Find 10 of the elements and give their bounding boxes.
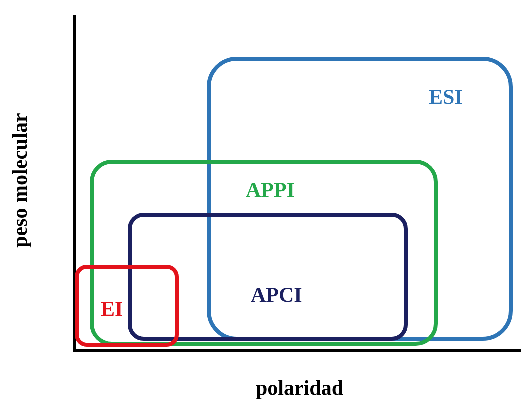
region-box — [128, 213, 408, 341]
region-label: APCI — [251, 285, 302, 306]
region-label: EI — [101, 299, 124, 320]
axis-label: polaridad — [256, 378, 344, 398]
region-label: APPI — [246, 180, 295, 201]
axis-label: peso molecular — [9, 112, 30, 248]
region-box — [90, 160, 438, 346]
region-box — [207, 57, 513, 341]
region-label: ESI — [429, 87, 463, 108]
region-box — [75, 265, 179, 347]
